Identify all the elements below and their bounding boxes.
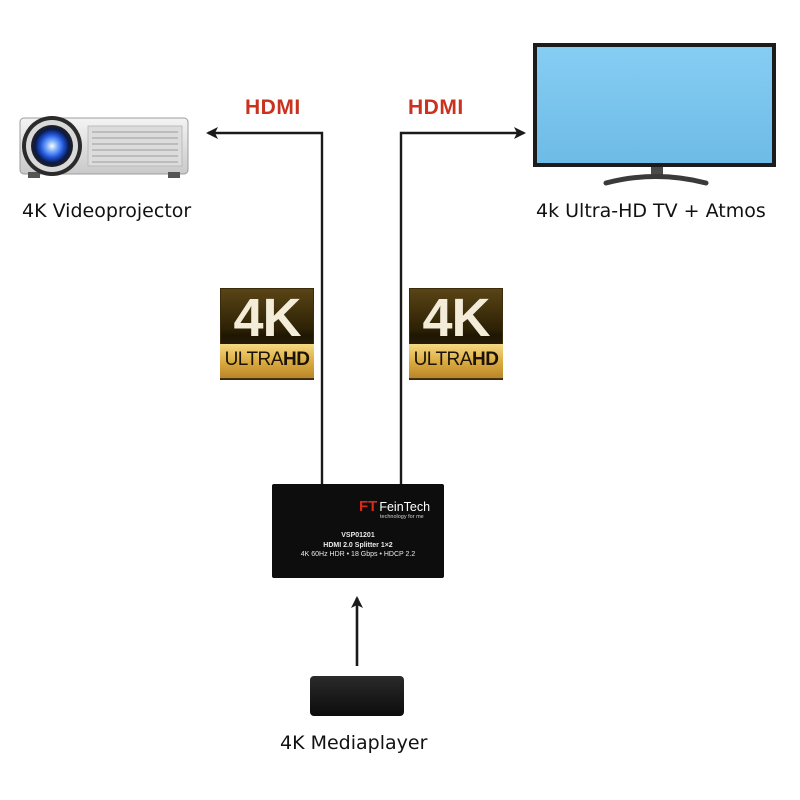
splitter-product: HDMI 2.0 Splitter 1×2 [323,541,393,549]
badge-band [409,344,503,378]
splitter-info: VSP01201 HDMI 2.0 Splitter 1×2 4K 60Hz H… [272,531,444,560]
hdmi-label-right: HDMI [408,96,464,119]
badge-ultrahd-text: ULTRAHD [409,348,503,372]
projector-icon [19,116,189,178]
4k-ultrahd-badge-left: 4K ULTRAHD [220,288,314,380]
badge-hd-text: HD [471,349,499,370]
badge-ultrahd-text: ULTRAHD [220,348,314,372]
badge-4k-text: 4K [233,288,301,348]
mediaplayer-label: 4K Mediaplayer [280,732,428,754]
mediaplayer-device [310,676,404,716]
tv-icon [533,43,776,186]
brand-tagline: technology for me [380,514,424,520]
brand-mark: FT [359,498,378,515]
badge-ultra-text: ULTRA [413,349,473,370]
badge-hd-text: HD [282,349,310,370]
badge-4k-text: 4K [422,288,490,348]
badge-band [220,344,314,378]
splitter-specs: 4K 60Hz HDR • 18 Gbps • HDCP 2.2 [300,551,416,558]
splitter-model: VSP01201 [341,532,375,539]
brand-name: FeinTech [379,500,431,514]
hdmi-label-left: HDMI [245,96,301,119]
badge-ultra-text: ULTRA [224,349,284,370]
tv-label: 4k Ultra-HD TV + Atmos [536,200,766,222]
cable-to-tv [399,127,526,490]
projector-label: 4K Videoprojector [22,200,192,222]
4k-ultrahd-badge-right: 4K ULTRAHD [409,288,503,380]
cable-to-projector [206,127,324,490]
